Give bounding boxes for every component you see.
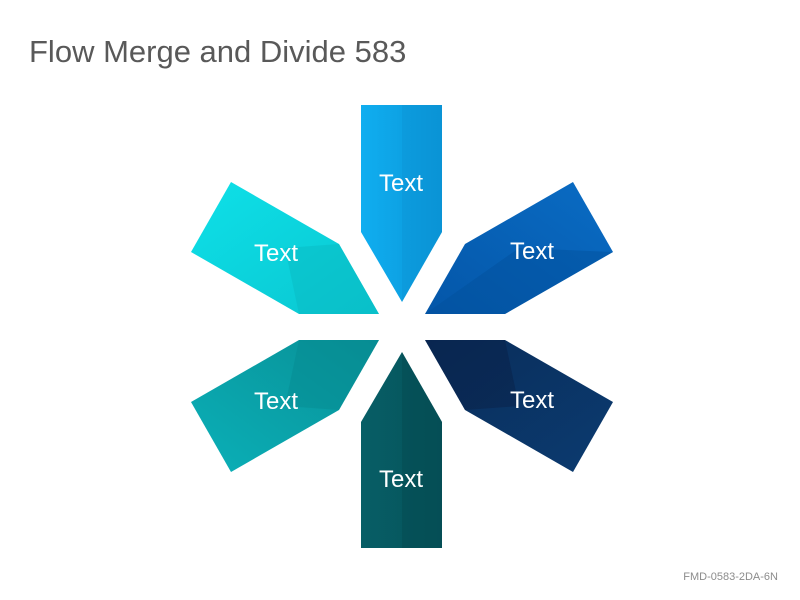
arrow-bottom: Text [361, 352, 442, 548]
page-title: Flow Merge and Divide 583 [29, 34, 407, 69]
arrow-upper-left: Text [191, 182, 379, 314]
arrow-upper-right-label: Text [510, 238, 554, 265]
arrow-bottom-label: Text [379, 466, 423, 493]
arrow-top: Text [361, 105, 442, 302]
arrow-lower-left-label: Text [254, 388, 298, 415]
footer-code: FMD-0583-2DA-6N [683, 571, 778, 583]
arrow-lower-right-label: Text [510, 387, 554, 414]
arrow-upper-right: Text [425, 182, 613, 314]
arrow-top-label: Text [379, 170, 423, 197]
arrow-upper-left-label: Text [254, 240, 298, 267]
arrow-lower-left: Text [191, 340, 379, 472]
arrow-lower-right: Text [425, 340, 613, 472]
